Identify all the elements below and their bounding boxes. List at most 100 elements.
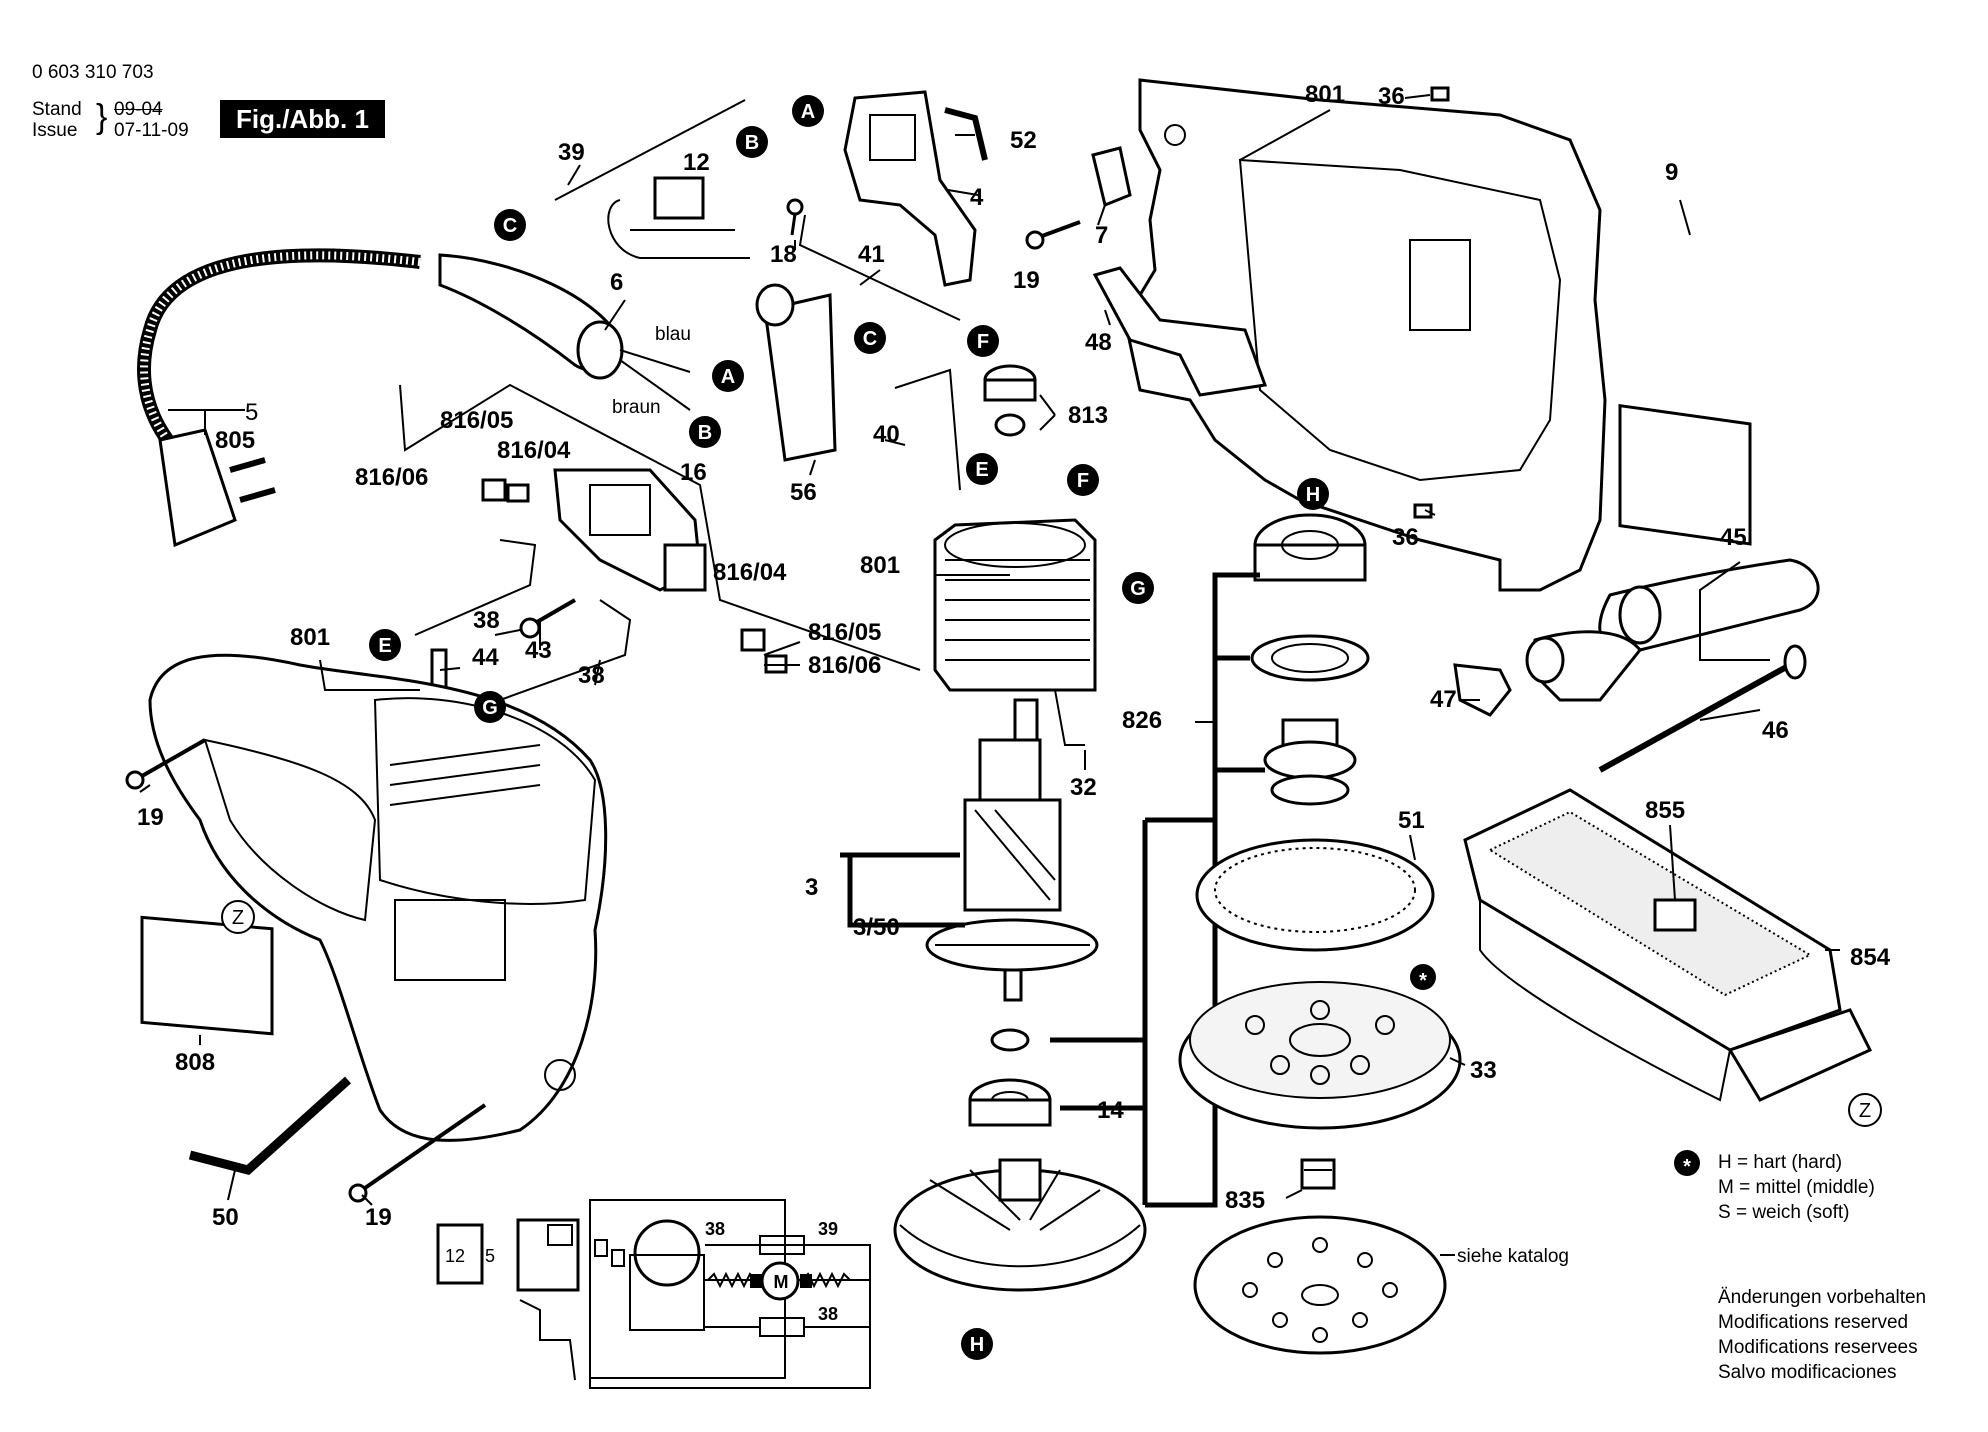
callout-c-cover: C (854, 322, 886, 354)
part-label: 816/04 (497, 437, 571, 464)
svg-text:G: G (1130, 578, 1146, 600)
schematic-label: 5 (485, 1246, 495, 1266)
part-label: 816/05 (440, 407, 513, 434)
part-label: 816/06 (355, 464, 428, 491)
part-label: 826 (1122, 707, 1162, 734)
stand-value: 09-04 (114, 99, 163, 120)
sanding-pad (1178, 981, 1462, 1130)
label-808 (140, 915, 274, 1036)
notice-line: Änderungen vorbehalten (1718, 1287, 1927, 1308)
part-label: 19 (365, 1204, 392, 1231)
schematic-label: 38 (705, 1219, 725, 1239)
part-label: 9 (1665, 159, 1678, 186)
part-label: 16 (680, 459, 707, 486)
part-label: 40 (873, 421, 900, 448)
part-label: 45 (1720, 524, 1747, 551)
siehe-katalog-label: siehe katalog (1457, 1246, 1569, 1267)
screw-19-top (1025, 220, 1081, 250)
svg-text:A: A (721, 366, 735, 388)
part-label: 19 (1013, 267, 1040, 294)
svg-text:F: F (977, 331, 989, 353)
callout-g-left: G (474, 691, 506, 723)
part-label: 43 (525, 637, 552, 664)
part-label: 51 (1398, 807, 1425, 834)
rod-46 (1598, 644, 1807, 773)
part-label: 18 (770, 241, 797, 268)
part-label: 854 (1850, 944, 1891, 971)
part-label: 36 (1392, 524, 1419, 551)
leader-lines (139, 94, 1840, 1256)
dust-box (1463, 788, 1873, 1102)
part-number: 0 603 310 703 (32, 62, 154, 83)
schematic-label: 12 (445, 1246, 465, 1266)
part-label: 3 (805, 874, 818, 901)
part-label: 816/04 (713, 559, 787, 586)
screw-36-top (1430, 86, 1450, 102)
part-label: 32 (1070, 774, 1097, 801)
part-label: 835 (1225, 1187, 1265, 1214)
label-9 (1618, 403, 1752, 546)
svg-text:Z: Z (1859, 1100, 1871, 1122)
issue-value: 07-11-09 (114, 120, 189, 141)
part-label: 3/50 (853, 914, 900, 941)
callout-g-field: G (1122, 572, 1154, 604)
part-label: 801 (1305, 81, 1345, 108)
wire-38-upper (414, 539, 537, 636)
part-label: 44 (472, 644, 499, 671)
svg-text:Z: Z (232, 907, 244, 929)
part-label: 5 (245, 399, 258, 426)
screw-19-left (125, 738, 206, 790)
screw-36-bottom (1413, 503, 1433, 519)
callout-a-top: A (792, 95, 824, 127)
svg-text:E: E (975, 459, 988, 481)
part-label: 38 (578, 662, 605, 689)
wire-32 (1054, 689, 1085, 746)
svg-text:C: C (503, 215, 517, 237)
armature (925, 698, 1099, 1002)
screw-43 (519, 598, 577, 639)
svg-text:C: C (863, 328, 877, 350)
part-label: 801 (290, 624, 330, 651)
svg-text:A: A (801, 101, 815, 123)
part-label: 46 (1762, 717, 1789, 744)
part-label: 47 (1430, 686, 1457, 713)
svg-text:M: M (774, 1272, 789, 1292)
dust-adapter (1525, 558, 1820, 702)
callout-f-field: F (1067, 464, 1099, 496)
wiring-schematic (436, 1199, 871, 1389)
screw-19-bottom (348, 1103, 487, 1203)
callout-z-right: Z (1848, 1093, 1882, 1127)
part-label: 36 (1378, 83, 1405, 110)
screw-18 (786, 198, 804, 236)
fan (893, 1158, 1147, 1292)
part-label: 6 (610, 269, 623, 296)
wire-38-lower (499, 599, 632, 701)
notice-line: Salvo modificaciones (1718, 1362, 1897, 1383)
part-label: 39 (558, 139, 585, 166)
callout-e-left: E (369, 629, 401, 661)
svg-text:B: B (745, 132, 759, 154)
callout-f-top: F (967, 325, 999, 357)
notice-line: Modifications reservees (1718, 1337, 1918, 1358)
cord-strain-relief (438, 253, 691, 411)
stand-label: Stand (32, 99, 82, 120)
svg-text:*: * (1419, 970, 1427, 992)
svg-text:B: B (698, 422, 712, 444)
callout-c-left: C (494, 209, 526, 241)
part-label: 56 (790, 479, 817, 506)
part-label: 816/06 (808, 652, 881, 679)
callout-e-top: E (966, 453, 998, 485)
wire-40 (894, 368, 961, 491)
part-label: 813 (1068, 402, 1108, 429)
sanding-sheet (1193, 1215, 1447, 1355)
part-label: 805 (215, 427, 255, 454)
capacitor (607, 176, 750, 259)
callout-star-legend: * (1674, 1150, 1700, 1178)
hardness-legend: H = hart (hard) M = mittel (middle) S = … (1718, 1150, 1875, 1225)
wire-label-braun: braun (612, 397, 661, 418)
schematic-label: 39 (818, 1219, 838, 1239)
callout-b-top: B (736, 126, 768, 158)
callout-h-bottom: H (961, 1328, 993, 1360)
modifications-notice: Änderungen vorbehalten Modifications res… (1718, 1285, 1926, 1385)
